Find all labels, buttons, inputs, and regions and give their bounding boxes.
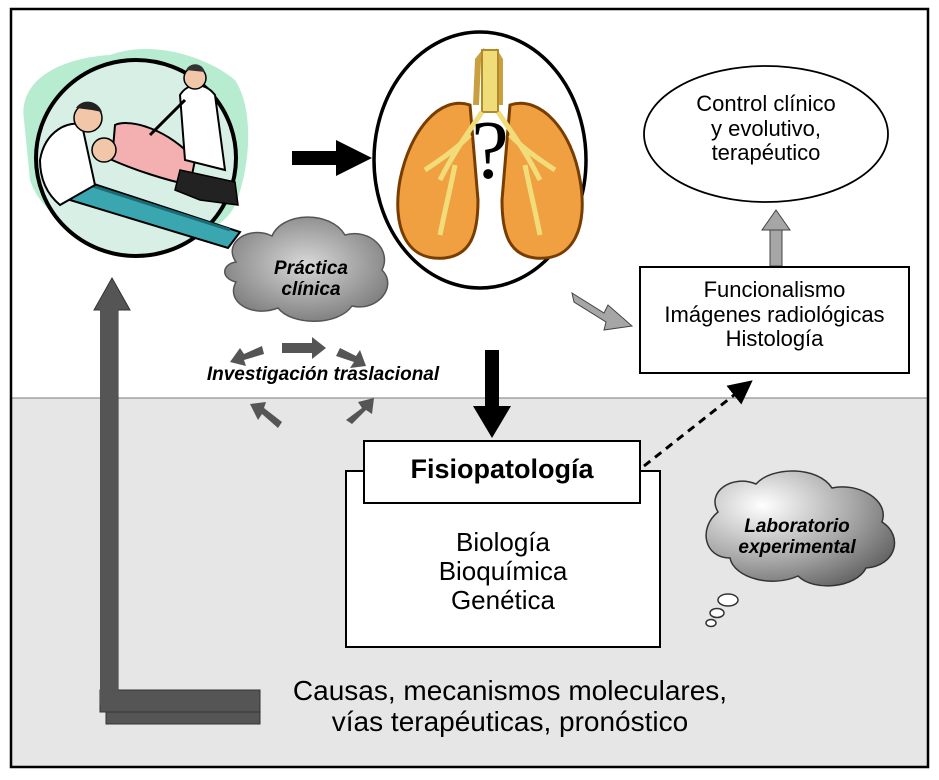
control-line-2: y evolutivo, bbox=[710, 115, 822, 141]
arrow-clinic-to-lungs bbox=[292, 140, 372, 176]
funcionalismo-line: Funcionalismo bbox=[703, 277, 846, 302]
control-label: Control clínico y evolutivo, terapéutico bbox=[660, 91, 872, 166]
laboratory-label: Laboratorio experimental bbox=[712, 516, 882, 559]
funcionalismo-box bbox=[639, 266, 910, 374]
bioquimica-line: Bioquímica bbox=[438, 556, 568, 587]
research-outcomes-label: Causas, mecanismos moleculares, vías ter… bbox=[250, 675, 770, 738]
laboratory-cloud bbox=[705, 470, 896, 628]
clinical-practice-label: Práctica clínica bbox=[236, 258, 386, 301]
translational-research-label: Investigación traslacional bbox=[206, 364, 440, 385]
experimental-line: experimental bbox=[738, 537, 856, 559]
histologia-line: Histología bbox=[725, 326, 824, 352]
genetica-line: Genética bbox=[450, 585, 556, 616]
clinica-line: clínica bbox=[281, 279, 341, 301]
fisio-title-box bbox=[363, 440, 641, 504]
funcionalismo-label: Funcionalismo Imágenes radiológicas Hist… bbox=[639, 277, 910, 352]
practica-line: Práctica bbox=[274, 258, 348, 279]
imagenes-radiologicas-line: Imágenes radiológicas bbox=[664, 301, 885, 327]
control-line-3: terapéutico bbox=[711, 140, 821, 166]
arrow-lungs-to-funcionalismo bbox=[571, 291, 634, 331]
control-line-1: Control clínico bbox=[696, 91, 836, 116]
clinical-practice-cloud bbox=[224, 216, 389, 322]
translational-cycle-arrows bbox=[230, 337, 374, 428]
causas-line: Causas, mecanismos moleculares, bbox=[292, 675, 728, 706]
biologia-line: Biología bbox=[456, 527, 550, 557]
lungs-icon bbox=[372, 30, 588, 290]
arrow-funcionalismo-to-control bbox=[761, 209, 791, 267]
arrow-lungs-to-fisio bbox=[473, 350, 511, 438]
control-ellipse bbox=[643, 65, 889, 203]
lungs-question-mark: ? bbox=[471, 104, 509, 197]
outer-frame bbox=[9, 7, 930, 769]
vias-line: vías terapéuticas, pronóstico bbox=[331, 706, 689, 738]
fisio-title: Fisiopatología bbox=[410, 454, 594, 484]
laboratorio-line: Laboratorio bbox=[744, 516, 850, 537]
arrow-research-to-clinic bbox=[93, 276, 261, 725]
clinical-scene-icon bbox=[23, 49, 249, 258]
fisio-items: Biología Bioquímica Genética bbox=[345, 527, 661, 616]
